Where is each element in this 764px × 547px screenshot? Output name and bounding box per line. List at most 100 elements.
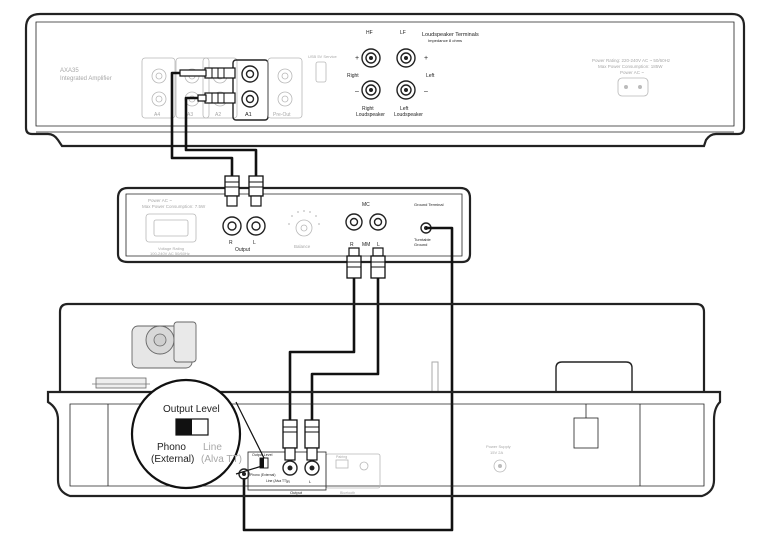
mm-l-label: L	[377, 242, 380, 248]
loudspeaker-terminals: Loudspeaker Terminals Impedance 8 ohms H…	[347, 30, 479, 118]
left-loudspeaker-word: Loudspeaker	[394, 112, 423, 118]
tt-ground-terminal[interactable]	[238, 468, 250, 480]
amp-power-ac: Power AC ~	[620, 70, 644, 75]
tt-output-block: Output Level Phono (External) Line (Alva…	[247, 451, 327, 495]
amplifier-brand: AXA35	[60, 68, 79, 74]
tt-power-sub: 15V 2A	[490, 450, 503, 455]
terminal-hf-right: HF	[366, 30, 373, 36]
pairing-button[interactable]	[359, 461, 369, 471]
turntable-plinth	[46, 390, 722, 498]
amplifier-model: Integrated Amplifier	[60, 76, 112, 82]
right-loudspeaker-label: Right	[362, 106, 374, 112]
right-plus-sign: +	[355, 55, 359, 62]
preamp-voltage: Voltage Rating	[158, 246, 184, 251]
left-minus-terminal[interactable]	[396, 80, 416, 100]
preamp-output-r-label: R	[229, 240, 233, 246]
input-a1-r-socket[interactable]	[241, 65, 259, 83]
cable-mm-r-to-turntable	[288, 278, 356, 420]
preamp-output-plugs	[224, 175, 264, 207]
tt-output-l-label: L	[309, 479, 312, 484]
right-plus-terminal[interactable]	[361, 48, 381, 68]
preamp-voltage-value: 100-240V AC 50/60Hz	[150, 251, 190, 256]
preamp-mm-plugs	[346, 247, 386, 279]
tt-output-r-label: R	[287, 479, 290, 484]
turntable-lid	[58, 302, 706, 392]
preamp-turntable-label: Turntable	[414, 237, 432, 242]
right-minus-terminal[interactable]	[361, 80, 381, 100]
right-label: Right	[347, 73, 359, 79]
output-level-callout: Output Level Phono (External) Line (Alva…	[130, 378, 265, 490]
input-label-pre-out: Pre-Out	[273, 112, 291, 118]
callout-line: Line	[203, 442, 222, 453]
left-label: Left	[426, 73, 435, 79]
cables	[170, 71, 454, 532]
preamp-output-label: Output	[235, 247, 251, 253]
tt-bluetooth-block: Pairing Bluetooth	[325, 453, 381, 495]
balance-knob[interactable]	[295, 219, 313, 237]
right-minus-sign: –	[355, 88, 359, 95]
cable-amp-l-to-preamp	[184, 96, 258, 176]
input-label-a3: A3	[187, 112, 193, 118]
mm-l-socket[interactable]	[369, 213, 387, 231]
left-plus-terminal[interactable]	[396, 48, 416, 68]
mm-r-socket[interactable]	[345, 213, 363, 231]
cable-amp-r-to-preamp	[170, 71, 234, 176]
mm-r-label: R	[350, 242, 354, 248]
amp-rca-plugs	[179, 67, 236, 104]
amp-iec-socket[interactable]	[617, 77, 649, 97]
callout-phono: Phono	[157, 442, 186, 453]
preamp-max-power: Max Power Consumption: 7.5W	[142, 204, 206, 209]
preamp-power-label: Power AC ~	[148, 198, 172, 203]
ground-wire	[242, 226, 454, 532]
callout-external: (External)	[151, 454, 194, 465]
amp-max-power: Max Power Consumption: 185W	[598, 64, 663, 69]
tt-output-l-socket[interactable]	[304, 460, 320, 476]
balance-label: Balance	[294, 244, 311, 249]
right-loudspeaker-word: Loudspeaker	[356, 112, 385, 118]
input-label-a4: A4	[154, 112, 160, 118]
amplifier-rear-panel: AXA35 Integrated Amplifier A4 A3 A2 A1	[24, 12, 746, 148]
tonearm	[92, 321, 197, 389]
preamp-chassis	[116, 186, 472, 264]
preamp-output-l-label: L	[253, 240, 256, 246]
preamp-output-r-socket[interactable]	[222, 216, 242, 236]
tt-output-label: Output	[290, 490, 303, 495]
mc-label: MC	[362, 202, 370, 208]
tt-bluetooth-label: Bluetooth	[340, 491, 355, 495]
cable-mm-l-to-turntable	[310, 278, 380, 420]
tt-small-line: Line (Alva TT)	[266, 479, 287, 483]
input-label-a1: A1	[245, 112, 252, 118]
tt-output-plugs	[282, 419, 320, 461]
terminals-sub: Impedance 8 ohms	[428, 38, 462, 43]
tt-small-phono: Phono (External)	[250, 473, 275, 477]
left-plus-sign: +	[424, 55, 428, 62]
amplifier-power: Power Rating: 220-240V AC ~ 50/60Hz Max …	[592, 58, 671, 97]
amplifier-chassis	[24, 12, 746, 148]
tt-power-label: Power Supply	[486, 444, 511, 449]
terminal-lf-left: LF	[400, 30, 406, 36]
callout-alva-tt: (Alva TT)	[201, 454, 242, 465]
switch-slider	[176, 419, 192, 435]
usb-port[interactable]	[315, 61, 327, 83]
preamp-ground-label: Ground Terminal	[414, 202, 444, 207]
amp-power-rating: Power Rating: 220-240V AC ~ 50/60Hz	[592, 58, 671, 63]
tt-output-r-socket[interactable]	[282, 460, 298, 476]
input-a1-l-socket[interactable]	[241, 90, 259, 108]
tt-pairing-label: Pairing	[336, 455, 347, 459]
tt-dc-socket[interactable]	[493, 459, 507, 473]
callout-output-level: Output Level	[163, 404, 220, 415]
preamp-ground-word: Ground	[414, 242, 427, 247]
phono-preamp-rear-panel: Power AC ~ Max Power Consumption: 7.5W V…	[116, 175, 472, 279]
left-minus-sign: –	[424, 88, 428, 95]
mm-label: MM	[362, 242, 370, 248]
preamp-iec-socket[interactable]	[145, 213, 197, 243]
left-loudspeaker-label: Left	[400, 106, 409, 112]
turntable-power: Power Supply 15V 2A	[486, 444, 511, 473]
small-output-level-switch[interactable]	[260, 458, 264, 468]
turntable-rear-panel: Power Supply 15V 2A Pairing Bluetooth Ou…	[46, 302, 722, 498]
preamp-output-l-socket[interactable]	[246, 216, 266, 236]
input-label-a2: A2	[215, 112, 221, 118]
usb-label: USB 5V Service	[308, 54, 337, 59]
amplifier-inputs: A4 A3 A2 A1 Pre-Out	[141, 57, 303, 121]
